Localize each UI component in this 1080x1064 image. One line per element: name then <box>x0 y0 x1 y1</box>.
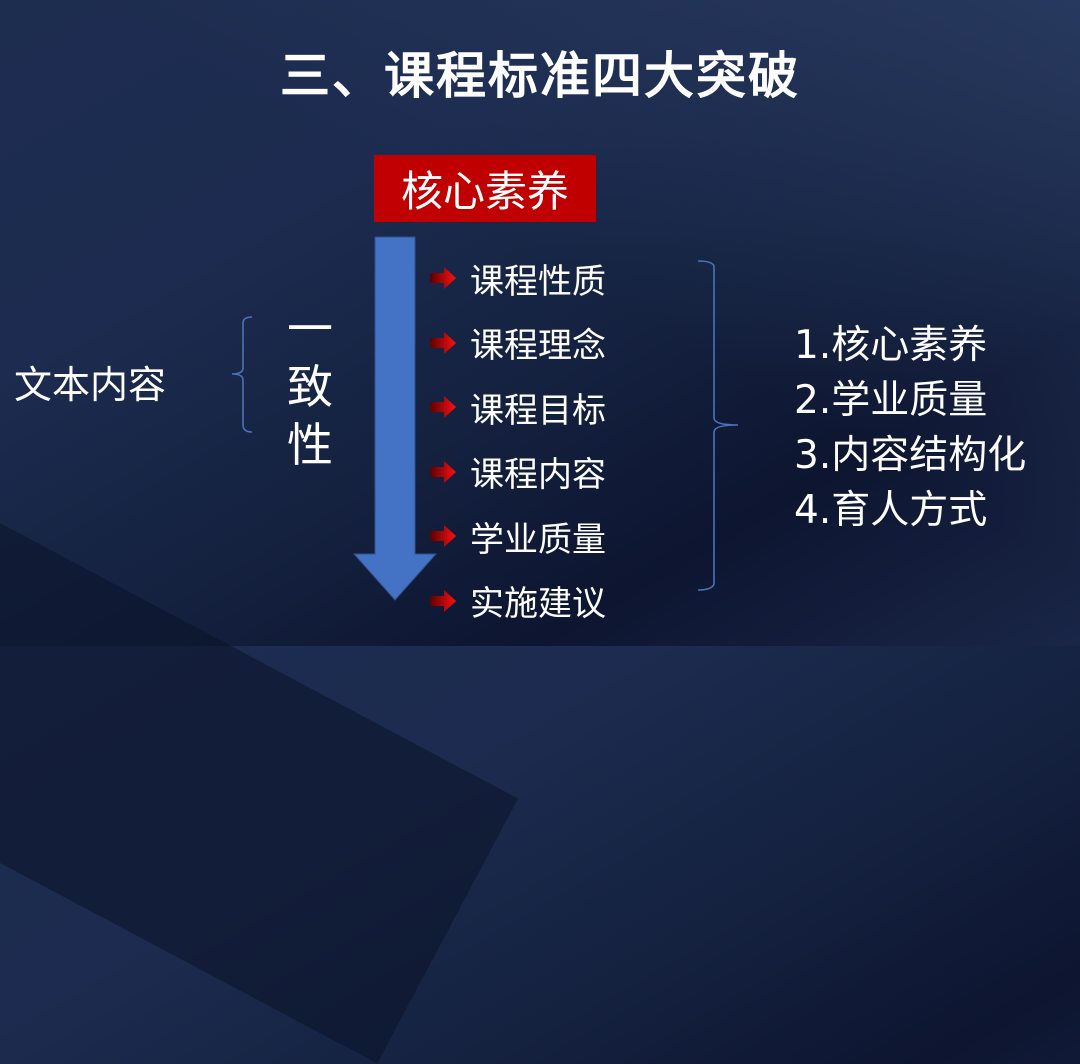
slide-title: 三、课程标准四大突破 <box>280 47 800 105</box>
item-label: 课程性质 <box>470 261 606 302</box>
background-highlight <box>0 0 1080 646</box>
core-literacy-label: 核心素养 <box>400 167 569 216</box>
red-right-arrow-icon <box>430 396 456 419</box>
red-right-arrow-icon <box>430 589 456 612</box>
vertical-char: 一 <box>287 302 333 356</box>
breakthrough-item: 4.育人方式 <box>794 488 988 533</box>
item-label: 课程内容 <box>470 455 606 496</box>
breakthrough-item: 3.内容结构化 <box>794 433 1027 478</box>
core-literacy-box: 核心素养 <box>374 155 596 222</box>
list-item: 课程性质 <box>430 246 606 311</box>
left-curly-brace-icon <box>231 316 253 433</box>
breakthroughs-list: 1.核心素养 2.学业质量 3.内容结构化 4.育人方式 <box>794 318 1026 538</box>
text-content-label: 文本内容 <box>14 363 167 407</box>
breakthrough-item: 2.学业质量 <box>794 378 988 423</box>
red-right-arrow-icon <box>430 267 456 290</box>
list-item: 实施建议 <box>430 569 606 634</box>
breakthrough-item: 1.核心素养 <box>794 323 988 368</box>
red-right-arrow-icon <box>430 331 456 354</box>
curriculum-items-list: 课程性质 课程理念 课程目标 课程内容 学业质量 实施建议 <box>430 246 606 633</box>
item-label: 课程目标 <box>470 390 606 431</box>
item-label: 课程理念 <box>470 326 606 367</box>
item-label: 学业质量 <box>470 519 606 560</box>
red-right-arrow-icon <box>430 525 456 548</box>
list-item: 课程内容 <box>430 440 606 505</box>
list-item: 课程理念 <box>430 311 606 376</box>
consistency-vertical-text: 一 致 性 <box>280 300 340 474</box>
list-item: 课程目标 <box>430 375 606 440</box>
vertical-char: 致 <box>287 360 333 414</box>
list-item: 学业质量 <box>430 504 606 569</box>
red-right-arrow-icon <box>430 460 456 483</box>
vertical-char: 性 <box>287 418 333 472</box>
item-label: 实施建议 <box>470 584 606 625</box>
blue-down-arrow-icon <box>352 236 438 601</box>
right-curly-brace-icon <box>697 260 739 591</box>
